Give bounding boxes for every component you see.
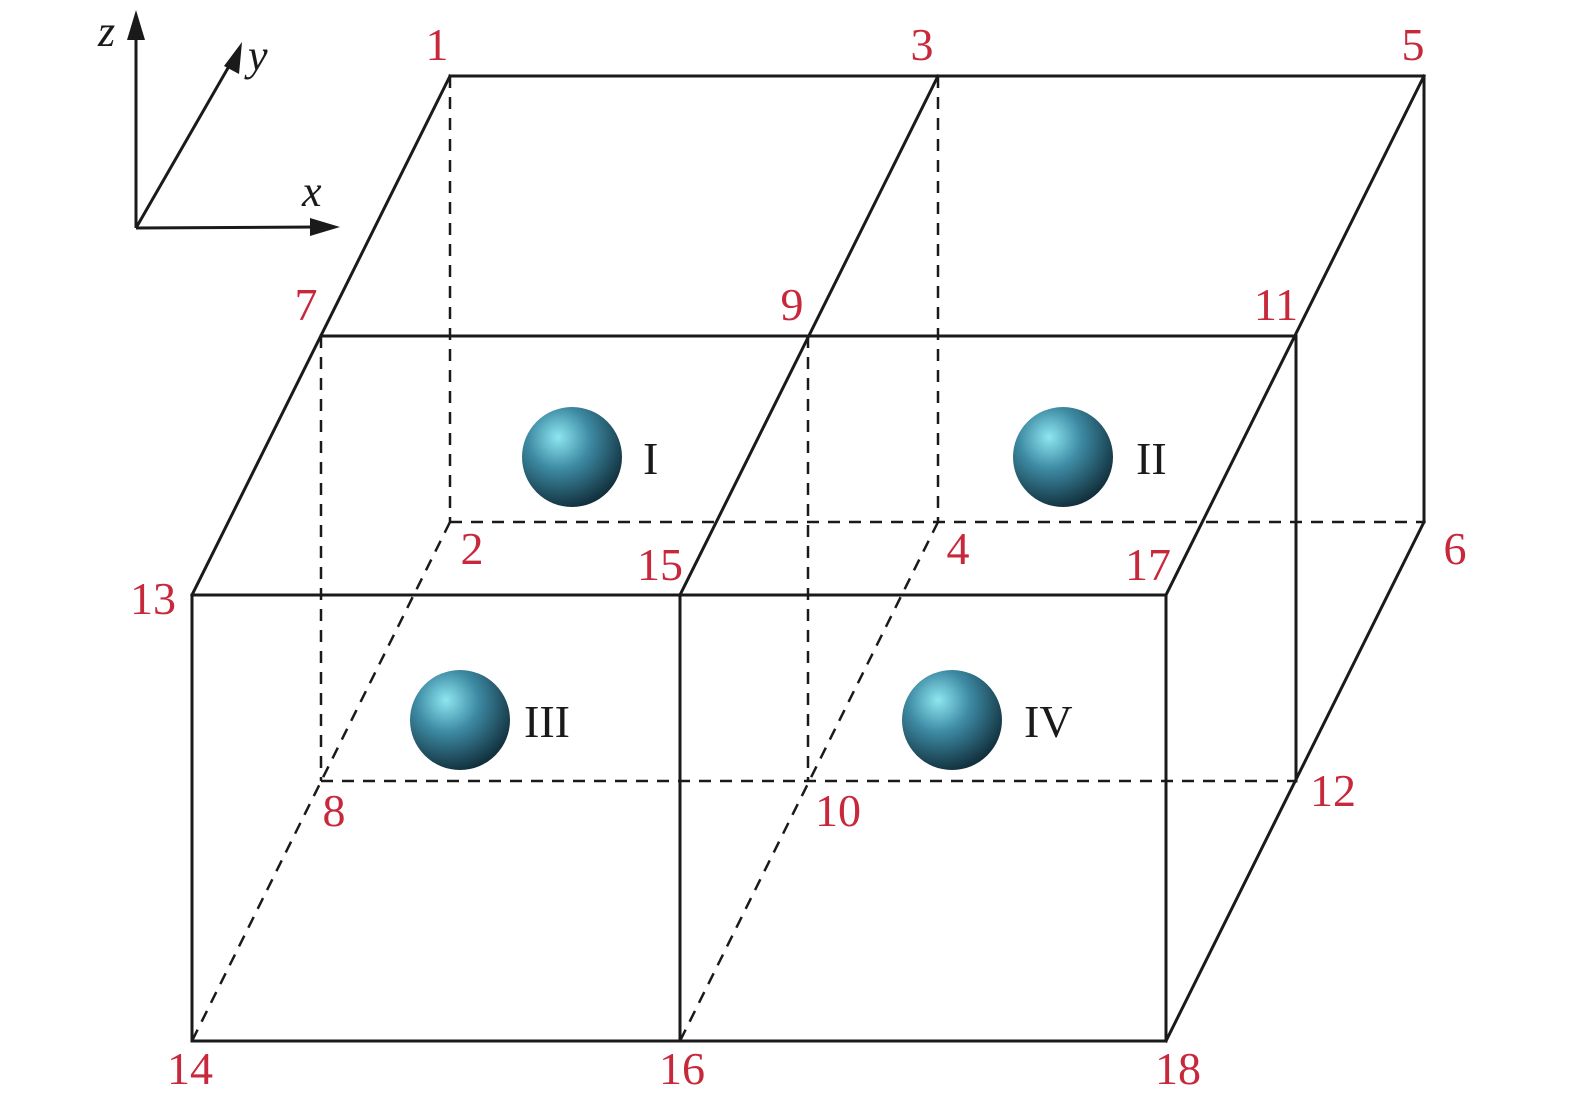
node-label-7: 7 (295, 279, 318, 330)
node-label-13: 13 (130, 573, 176, 624)
node-label-15: 15 (637, 539, 683, 590)
sphere-cell-3 (410, 670, 510, 770)
node-label-6: 6 (1444, 523, 1467, 574)
node-label-14: 14 (167, 1043, 213, 1094)
node-label-18: 18 (1155, 1043, 1201, 1094)
sphere-cell-2 (1013, 407, 1113, 507)
node-label-10: 10 (815, 785, 861, 836)
axes-indicator: z y x (97, 7, 340, 236)
node-label-9: 9 (781, 279, 804, 330)
node-label-17: 17 (1125, 539, 1171, 590)
y-axis-arrow (134, 53, 238, 229)
node-label-4: 4 (947, 523, 970, 574)
visible-edges (189, 73, 1427, 1044)
y-axis-label: y (244, 31, 268, 80)
node-label-3: 3 (911, 19, 934, 70)
node-label-8: 8 (323, 785, 346, 836)
cell-label-4: IV (1024, 696, 1073, 747)
x-axis-label: x (301, 167, 322, 216)
x-axis-arrowhead (310, 218, 340, 236)
x-axis-arrow (135, 225, 319, 230)
node-label-2: 2 (461, 523, 484, 574)
cell-labels: I II III IV (524, 433, 1167, 747)
node-label-12: 12 (1310, 765, 1356, 816)
y-axis-arrowhead (224, 42, 242, 74)
node-label-16: 16 (659, 1043, 705, 1094)
z-axis-arrowhead (127, 10, 145, 40)
spheres (410, 407, 1113, 770)
hidden-edges (190, 76, 1424, 1042)
node-labels: 1 2 3 4 5 6 7 8 9 10 11 12 13 14 15 16 1… (130, 19, 1467, 1094)
node-label-5: 5 (1402, 19, 1425, 70)
sphere-cell-4 (902, 670, 1002, 770)
node-label-1: 1 (426, 19, 449, 70)
cell-label-2: II (1136, 433, 1167, 484)
z-axis-label: z (97, 7, 115, 56)
node-label-11: 11 (1254, 279, 1298, 330)
edge-6-18 (1163, 519, 1427, 1044)
sphere-cell-1 (522, 407, 622, 507)
cell-label-3: III (524, 696, 570, 747)
cell-label-1: I (643, 433, 658, 484)
